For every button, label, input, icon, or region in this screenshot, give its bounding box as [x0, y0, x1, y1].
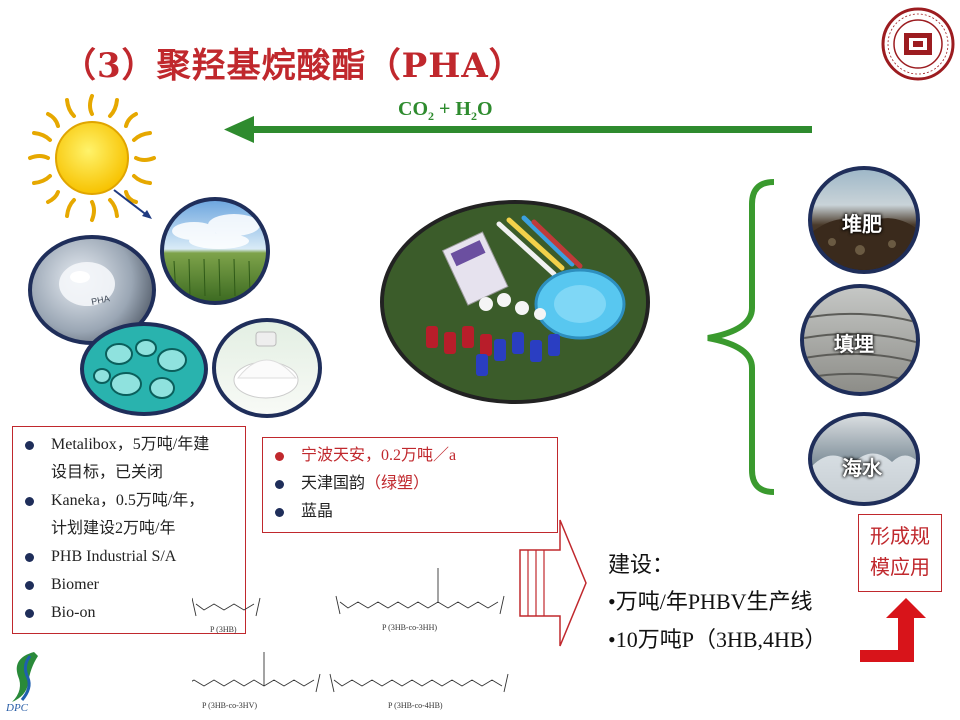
list-item: PHB Industrial S/A: [13, 543, 245, 571]
plan-item: •万吨/年PHBV生产线: [608, 589, 813, 615]
scale-line-1: 形成规: [870, 524, 930, 548]
dpc-logo: [12, 652, 38, 702]
list-item: 宁波天安，0.2万吨／a: [263, 442, 557, 470]
landfill-label: 填埋: [834, 332, 874, 356]
list-item: Kaneka，0.5万吨/年，计划建设2万吨/年: [13, 487, 245, 543]
structure-label-p3hb-4hb: P (3HB-co-4HB): [388, 701, 443, 710]
construction-plan: 建设： •万吨/年PHBV生产线 •10万吨P（3HB,4HB）: [608, 546, 827, 658]
co2-return-arrow: [224, 116, 812, 143]
disposal-landfill: 填埋: [800, 284, 920, 396]
sun-icon: [28, 94, 156, 222]
list-item: 天津国韵（绿塑）: [263, 470, 557, 498]
red-up-arrow: [860, 598, 926, 662]
hollow-right-arrow: [519, 519, 587, 647]
university-seal-logo: [881, 7, 955, 81]
pha-products-photo: [380, 200, 650, 404]
international-producers-list: Metalibox，5万吨/年建设目标，已关闭 Kaneka，0.5万吨/年，计…: [12, 426, 246, 634]
crop-field-photo: [160, 197, 270, 305]
svg-text:PHA: PHA: [90, 293, 110, 307]
scale-line-2: 模应用: [870, 555, 930, 579]
co2-h2o-label: CO2 + H2O: [398, 98, 493, 123]
white-powder-photo: [212, 318, 322, 418]
list-item: 蓝晶: [263, 498, 557, 526]
plan-heading: 建设：: [608, 552, 675, 577]
page-title: （3）聚羟基烷酸酯（PHA）: [62, 46, 524, 86]
plan-item: •10万吨P（3HB,4HB）: [608, 626, 827, 652]
dpc-logo-text: DPC: [6, 702, 28, 714]
sun-to-field-arrow: [113, 189, 152, 219]
scale-application-box: 形成规 模应用: [858, 514, 942, 592]
list-item: Bio-on: [13, 599, 245, 627]
domestic-producers-list: 宁波天安，0.2万吨／a 天津国韵（绿塑） 蓝晶: [262, 437, 558, 533]
disposal-bracket: [707, 179, 775, 495]
list-item: Biomer: [13, 571, 245, 599]
polymer-structures: P (3HB) P (3HB-co-3HH) P (3HB-co-3HV) P …: [192, 568, 509, 710]
structure-label-p3hb-3hh: P (3HB-co-3HH): [382, 623, 437, 632]
compost-label: 堆肥: [842, 212, 882, 236]
disposal-compost: 堆肥: [808, 166, 920, 274]
structure-label-p3hb: P (3HB): [210, 625, 237, 634]
structure-label-p3hb-3hv: P (3HB-co-3HV): [202, 701, 257, 710]
polymer-labels: P (3HB) P (3HB-co-3HH) P (3HB-co-3HV) P …: [202, 623, 443, 710]
disposal-seawater: 海水: [808, 412, 920, 506]
seawater-label: 海水: [842, 456, 882, 480]
bacteria-granules-photo: [80, 322, 208, 416]
list-item: Metalibox，5万吨/年建设目标，已关闭: [13, 431, 245, 487]
